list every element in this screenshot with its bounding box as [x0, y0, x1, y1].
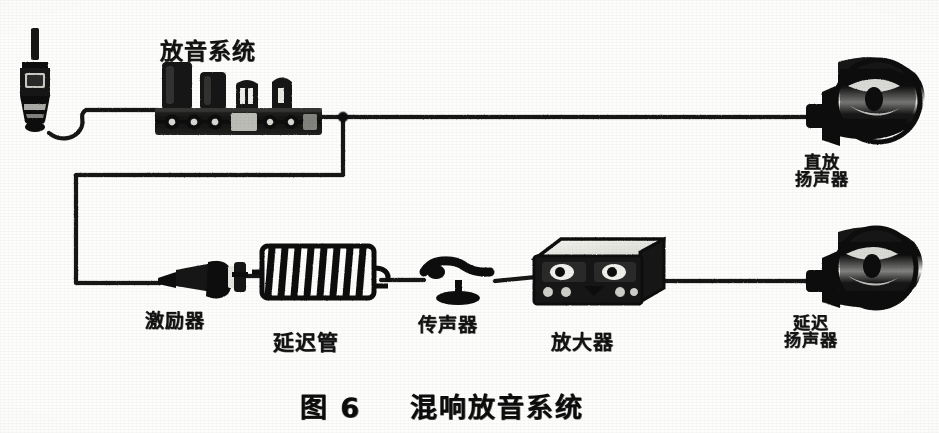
label-playback-system: 放音系统 — [160, 39, 256, 65]
figure-caption: 图 6 混响放音系统 — [300, 386, 584, 425]
wire-junction-to-exciter — [73, 117, 346, 286]
label-delay-loudspeaker-line1: 延迟 — [793, 314, 829, 334]
label-amplifier: 放大器 — [551, 330, 614, 354]
wire-mic-to-mixer — [46, 107, 161, 141]
exciter — [158, 260, 248, 299]
label-direct-loudspeaker-line1: 直放 — [804, 153, 840, 173]
pickup-microphone — [419, 256, 495, 305]
label-microphone: 传声器 — [418, 314, 479, 336]
label-delay-loudspeaker: 延迟 扬声器 — [784, 314, 838, 352]
label-exciter: 激励器 — [145, 310, 206, 332]
figure-caption-title: 混响放音系统 — [410, 393, 584, 424]
wire-mic-to-amplifier — [492, 274, 539, 284]
label-direct-loudspeaker-line2: 扬声器 — [795, 170, 849, 191]
label-delay-tube: 延迟管 — [273, 331, 339, 355]
delay-loudspeaker — [806, 225, 923, 311]
label-direct-loudspeaker: 直放 扬声器 — [795, 153, 849, 191]
direct-loudspeaker — [806, 57, 925, 146]
wiring-harness — [46, 107, 815, 286]
source-microphone — [20, 28, 50, 132]
label-delay-loudspeaker-line2: 扬声器 — [784, 331, 838, 352]
wire-junction-dot — [337, 111, 349, 123]
playback-system-unit — [155, 62, 322, 135]
figure-caption-number: 图 6 — [300, 393, 362, 424]
amplifier — [530, 236, 666, 306]
delay-tube — [252, 243, 391, 301]
